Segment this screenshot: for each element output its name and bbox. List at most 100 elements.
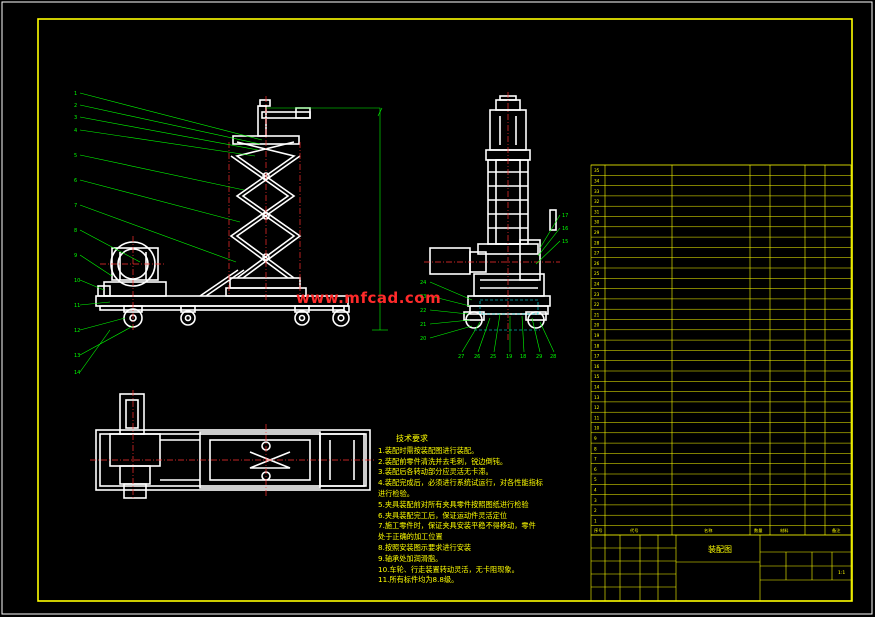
bom-row-number: 20 bbox=[594, 323, 600, 328]
bom-row-number: 5 bbox=[594, 477, 597, 482]
note-line: 1.装配时需按装配图进行装配。 bbox=[378, 445, 479, 455]
bom-row-number: 15 bbox=[594, 374, 600, 379]
svg-text:20: 20 bbox=[420, 336, 426, 342]
bom-row-number: 13 bbox=[594, 395, 600, 400]
bom-row-number: 16 bbox=[594, 364, 600, 369]
top-centerlines bbox=[90, 390, 376, 500]
bom-row-number: 1 bbox=[594, 518, 597, 523]
note-line: 10.车轮、行走装置转动灵活，无卡阻现象。 bbox=[378, 564, 519, 574]
svg-text:27: 27 bbox=[458, 354, 464, 360]
svg-text:24: 24 bbox=[420, 280, 426, 286]
side-centerlines bbox=[424, 92, 560, 340]
drawing-frame bbox=[37, 18, 853, 602]
bom-row-number: 30 bbox=[594, 220, 600, 225]
bom-row-number: 29 bbox=[594, 230, 600, 235]
bom-header: 序号 代号 名称 数量 材料 备注 bbox=[594, 527, 841, 534]
bom-row-number: 32 bbox=[594, 199, 600, 204]
svg-text:29: 29 bbox=[536, 354, 542, 360]
svg-text:28: 28 bbox=[550, 354, 556, 360]
svg-text:9: 9 bbox=[74, 253, 77, 259]
bom-header-material: 材料 bbox=[780, 527, 789, 534]
bom-row-number: 25 bbox=[594, 271, 600, 276]
bom-header-code: 代号 bbox=[630, 527, 638, 534]
drawing-name: 装配图 bbox=[708, 544, 732, 554]
bom-row-number: 10 bbox=[594, 426, 600, 431]
bom-row-number: 27 bbox=[594, 251, 600, 256]
front-leaders bbox=[79, 92, 388, 373]
svg-text:17: 17 bbox=[562, 213, 568, 219]
bom-row-number: 34 bbox=[594, 179, 600, 184]
svg-text:7: 7 bbox=[74, 203, 77, 209]
svg-text:6: 6 bbox=[74, 178, 77, 184]
side-hidden-lines bbox=[474, 299, 540, 331]
svg-text:5: 5 bbox=[74, 153, 77, 159]
svg-text:18: 18 bbox=[520, 354, 526, 360]
svg-text:13: 13 bbox=[74, 353, 80, 359]
svg-text:4: 4 bbox=[74, 128, 77, 134]
bom-header-remark: 备注 bbox=[832, 527, 841, 534]
note-line: 处于正确的加工位置 bbox=[378, 532, 443, 542]
bom-row-number: 2 bbox=[594, 508, 597, 513]
note-line: 7.施工零件时，保证夹具安装平稳不得移动，零件 bbox=[378, 521, 536, 531]
note-line: 5.夹具装配前对所有夹具零件按照图纸进行检验 bbox=[378, 499, 529, 509]
note-line: 进行检验。 bbox=[378, 488, 414, 498]
front-centerlines bbox=[100, 96, 301, 332]
side-leaders bbox=[429, 214, 561, 353]
bom-row-number: 19 bbox=[594, 333, 600, 338]
bom-rows bbox=[591, 164, 851, 526]
svg-text:12: 12 bbox=[74, 328, 80, 334]
svg-text:15: 15 bbox=[562, 239, 568, 245]
bom-row-number: 26 bbox=[594, 261, 600, 266]
note-line: 9.轴承处加润滑脂。 bbox=[378, 553, 443, 563]
bom-row-number: 4 bbox=[594, 488, 597, 493]
bom-row-number: 24 bbox=[594, 282, 600, 287]
bom-row-number: 12 bbox=[594, 405, 600, 410]
note-line: 11.所有标件均为8.8级。 bbox=[378, 575, 459, 585]
svg-text:11: 11 bbox=[74, 303, 80, 309]
watermark-text: www.mfcad.com bbox=[296, 289, 442, 307]
bom-row-number: 22 bbox=[594, 302, 600, 307]
side-leader-numbers: 17 16 15 24 23 22 21 20 27 26 25 19 18 29 28 bbox=[420, 213, 568, 360]
bom-header-name: 名称 bbox=[704, 527, 712, 534]
bom-header-no: 序号 bbox=[594, 527, 602, 534]
svg-text:22: 22 bbox=[420, 308, 426, 314]
note-line: 2.装配前零件清洗并去毛刺，锐边倒钝。 bbox=[378, 456, 508, 466]
note-line: 4.装配完成后，必须进行系统试运行，对各性能指标 bbox=[378, 478, 543, 488]
svg-text:23: 23 bbox=[420, 294, 426, 300]
title-block bbox=[590, 534, 852, 602]
svg-text:8: 8 bbox=[74, 228, 77, 234]
top-view bbox=[95, 393, 371, 499]
bom-row-number: 9 bbox=[594, 436, 597, 441]
note-line: 3.装配后各转动部分应灵活无卡滞。 bbox=[378, 467, 493, 477]
bom-row-number: 6 bbox=[594, 467, 597, 472]
svg-text:26: 26 bbox=[474, 354, 480, 360]
svg-text:21: 21 bbox=[420, 322, 426, 328]
svg-text:16: 16 bbox=[562, 226, 568, 232]
svg-text:1: 1 bbox=[74, 91, 77, 97]
bom-row-number: 17 bbox=[594, 354, 600, 359]
bom-row-number: 7 bbox=[594, 457, 597, 462]
bom-table bbox=[590, 164, 852, 536]
bom-row-number: 14 bbox=[594, 385, 600, 390]
bom-header-qty: 数量 bbox=[754, 527, 762, 534]
note-line: 8.按照安装图示要求进行安装 bbox=[378, 542, 472, 552]
bom-row-number: 23 bbox=[594, 292, 600, 297]
bom-row-number: 11 bbox=[594, 415, 600, 420]
svg-text:25: 25 bbox=[490, 354, 496, 360]
svg-text:10: 10 bbox=[74, 278, 80, 284]
technical-requirements: 技术要求 1.装配时需按装配图进行装配。 2.装配前零件清洗并去毛刺，锐边倒钝。… bbox=[378, 434, 588, 586]
bom-row-number: 33 bbox=[594, 189, 600, 194]
bom-row-number: 21 bbox=[594, 312, 600, 317]
note-line: 6.夹具装配完工后，保证运动件灵活定位 bbox=[378, 510, 508, 520]
svg-text:3: 3 bbox=[74, 115, 77, 121]
svg-text:2: 2 bbox=[74, 103, 77, 109]
drawing-scale: 1:1 bbox=[838, 570, 845, 576]
svg-text:19: 19 bbox=[506, 354, 512, 360]
bom-row-number: 18 bbox=[594, 343, 600, 348]
notes-title: 技术要求 bbox=[396, 434, 428, 443]
bom-row-number: 8 bbox=[594, 446, 597, 451]
side-view bbox=[429, 95, 557, 329]
bom-row-number: 31 bbox=[594, 209, 600, 214]
